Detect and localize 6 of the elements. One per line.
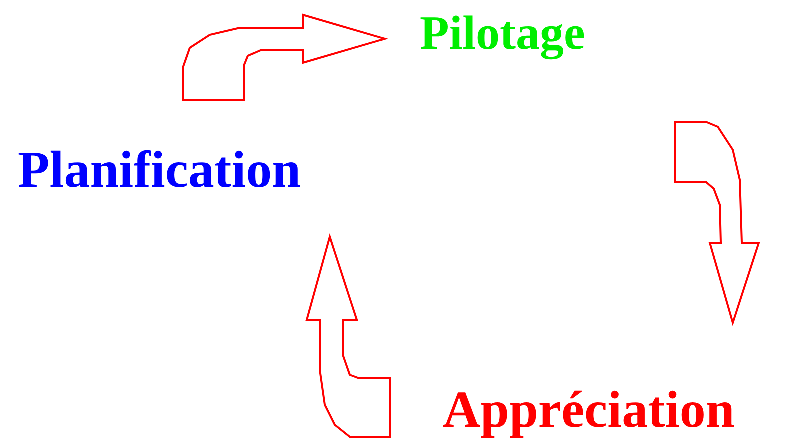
stage-label: Appréciation (443, 385, 735, 437)
stage-label: Pilotage (420, 10, 586, 58)
stage-label: Planification (18, 145, 302, 197)
block-arrow (674, 121, 760, 326)
block-arrow (306, 234, 391, 438)
block-arrow (182, 14, 389, 101)
